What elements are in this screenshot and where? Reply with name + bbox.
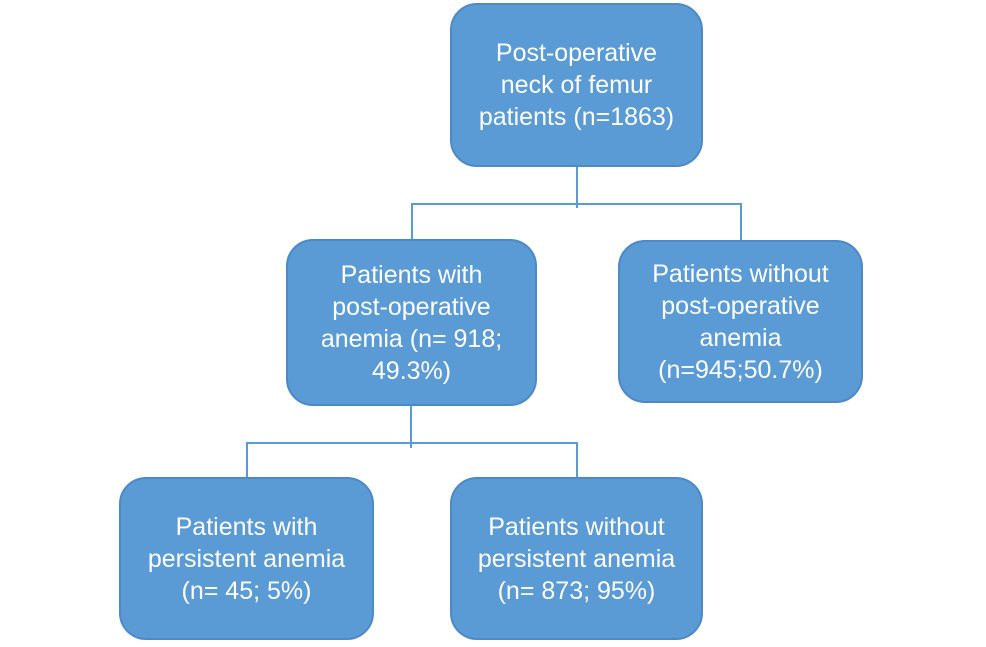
connector-to-without-postop [740, 203, 742, 240]
node-without-persistent-anemia: Patients without persistent anemia (n= 8… [450, 477, 703, 640]
node-without-postoperative-anemia: Patients without post-operative anemia (… [618, 240, 863, 403]
connector-root-stub [576, 167, 578, 208]
connector-level3-rail [246, 442, 578, 444]
connector-to-with-persistent [246, 442, 248, 477]
connector-to-with-postop [411, 203, 413, 239]
node-postoperative-nof-patients: Post-operative neck of femur patients (n… [450, 3, 703, 167]
connector-with-postop-stub [410, 406, 412, 448]
node-with-persistent-anemia: Patients with persistent anemia (n= 45; … [119, 477, 374, 640]
connector-level2-rail [411, 203, 742, 205]
connector-to-without-persistent [576, 442, 578, 477]
node-with-postoperative-anemia: Patients with post-operative anemia (n= … [286, 239, 537, 406]
